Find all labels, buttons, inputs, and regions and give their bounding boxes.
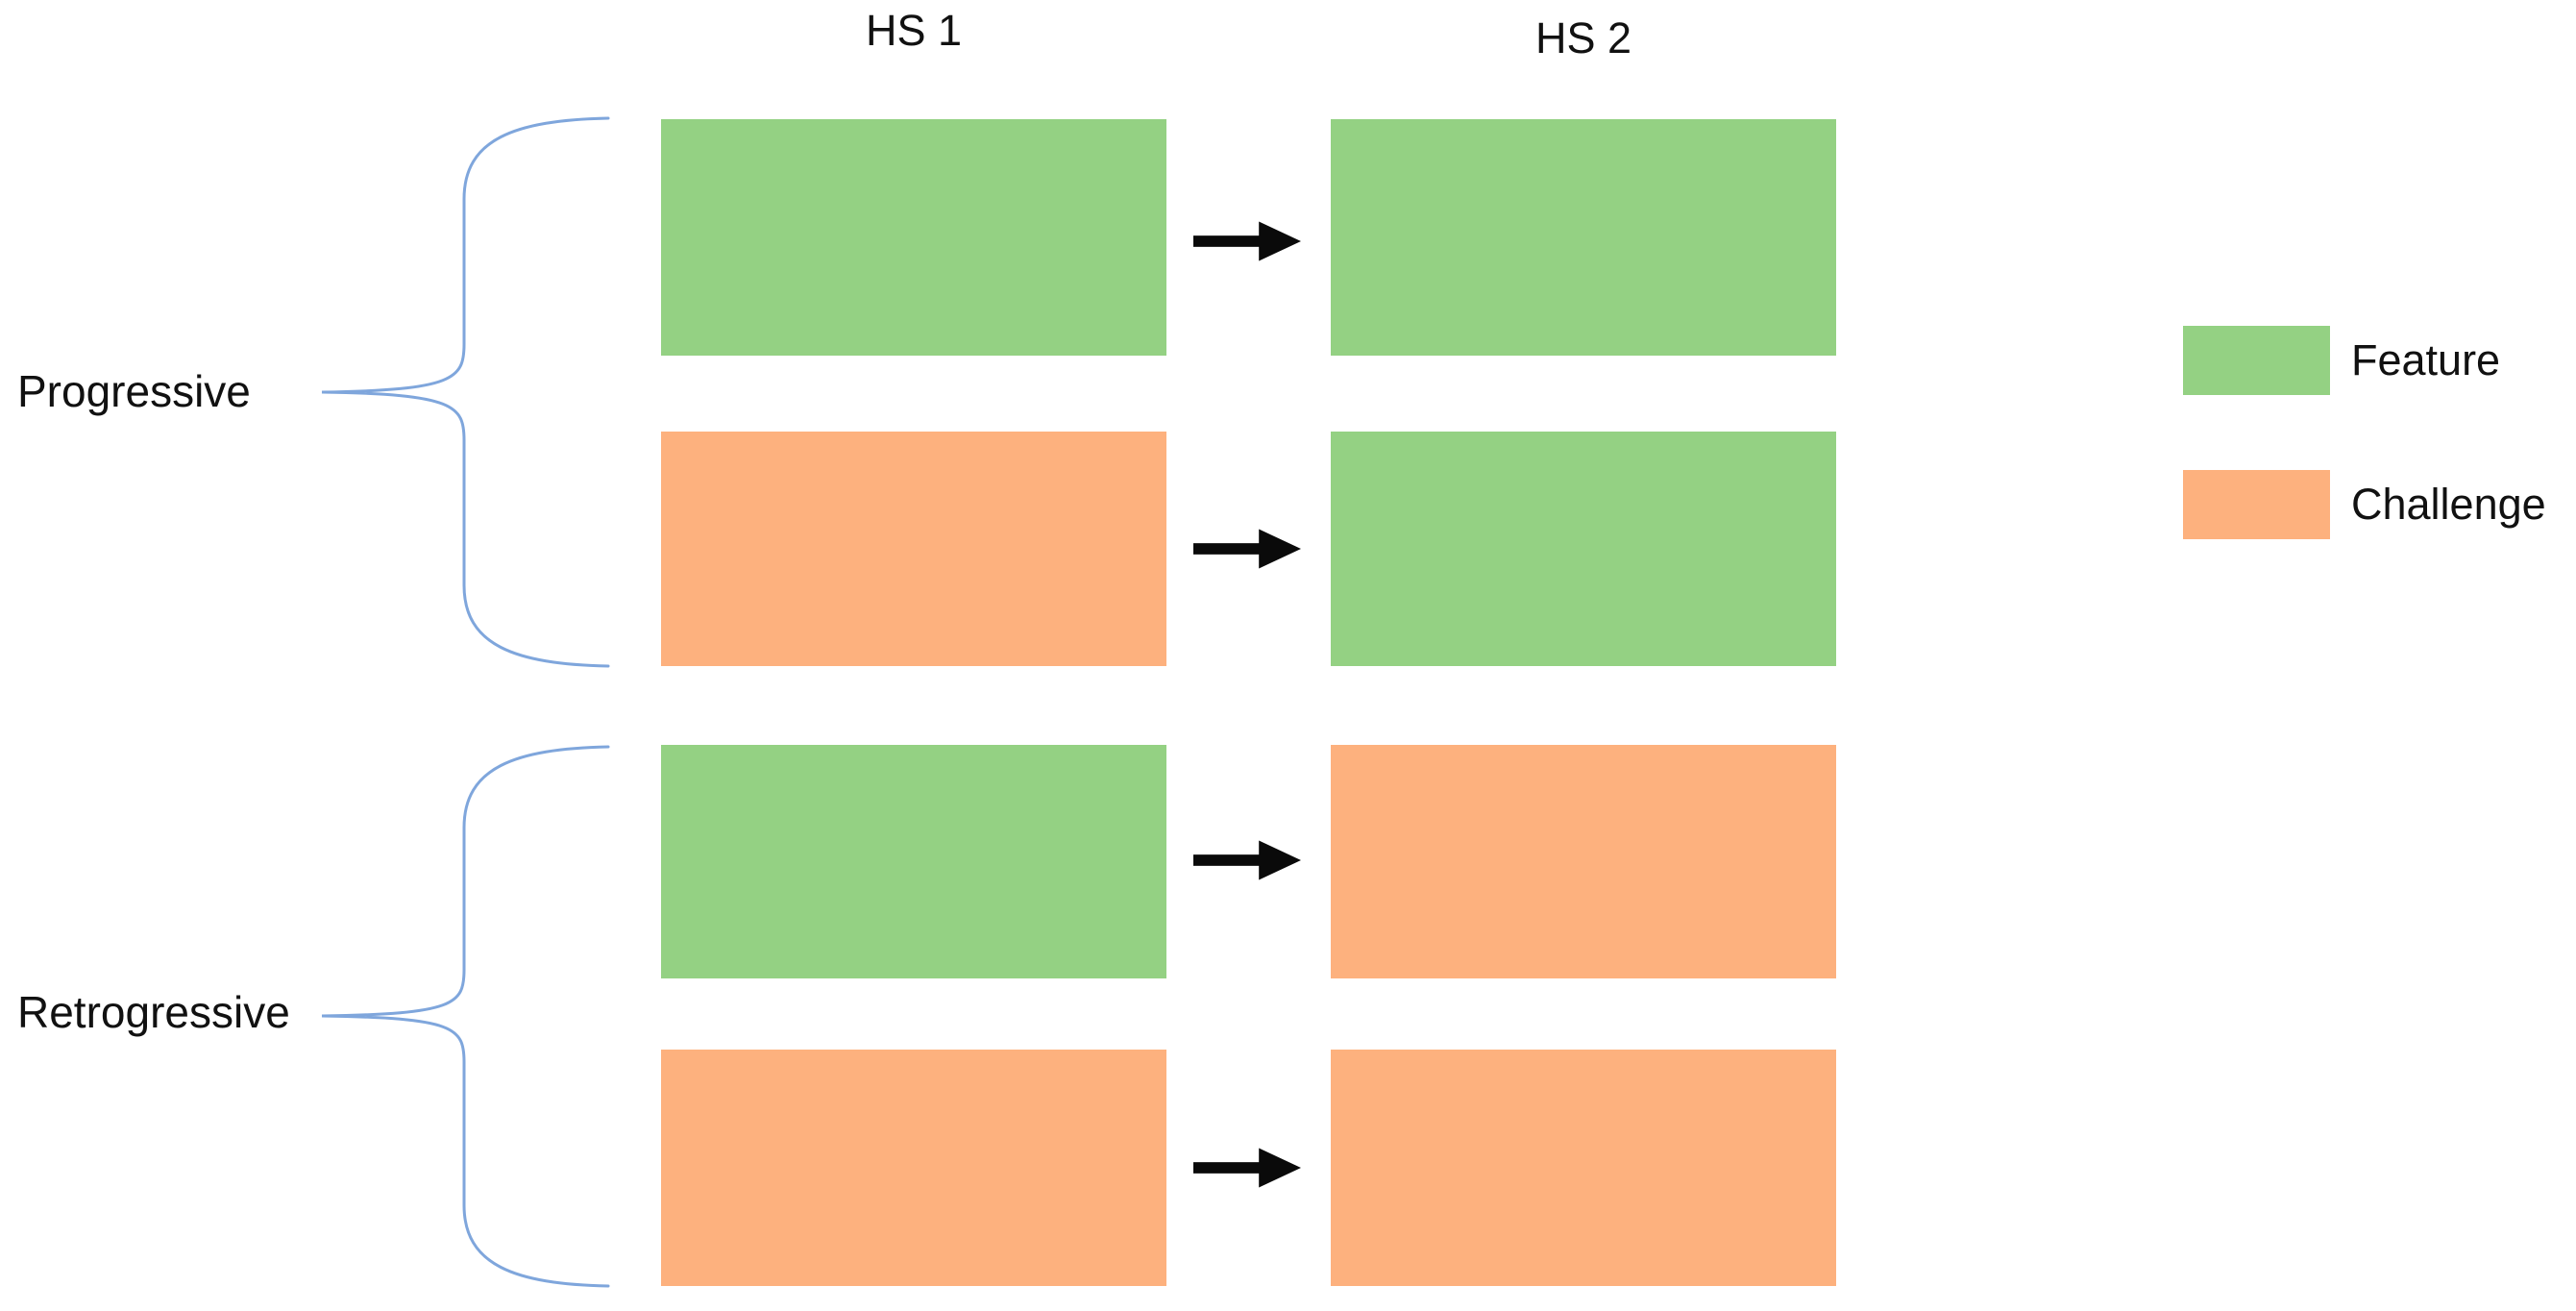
hs1-column-header: HS 1 [865, 6, 963, 55]
box-retrogressive-b-hs1 [661, 1050, 1166, 1286]
legend-challenge-swatch [2183, 470, 2330, 539]
box-retrogressive-a-hs1 [661, 745, 1166, 978]
legend-item-challenge: Challenge [2183, 470, 2546, 539]
retrogressive-label: Retrogressive [17, 987, 290, 1037]
progressive-label: Progressive [17, 366, 251, 416]
legend-item-feature: Feature [2183, 326, 2500, 395]
box-progressive-a-hs1 [661, 119, 1166, 356]
legend-challenge-label: Challenge [2351, 480, 2546, 529]
progressive-brace-icon [312, 111, 620, 678]
box-progressive-a-hs2 [1331, 119, 1836, 356]
legend-feature-label: Feature [2351, 335, 2501, 384]
hs2-column-header: HS 2 [1534, 13, 1632, 62]
box-progressive-b-hs2 [1331, 432, 1836, 666]
arrow-right-icon [1193, 838, 1301, 882]
box-progressive-b-hs1 [661, 432, 1166, 666]
box-retrogressive-b-hs2 [1331, 1050, 1836, 1286]
arrow-right-icon [1193, 219, 1301, 263]
box-retrogressive-a-hs2 [1331, 745, 1836, 978]
arrow-right-icon [1193, 527, 1301, 571]
legend-feature-swatch [2183, 326, 2330, 395]
arrow-right-icon [1193, 1146, 1301, 1190]
retrogressive-brace-icon [312, 739, 620, 1297]
